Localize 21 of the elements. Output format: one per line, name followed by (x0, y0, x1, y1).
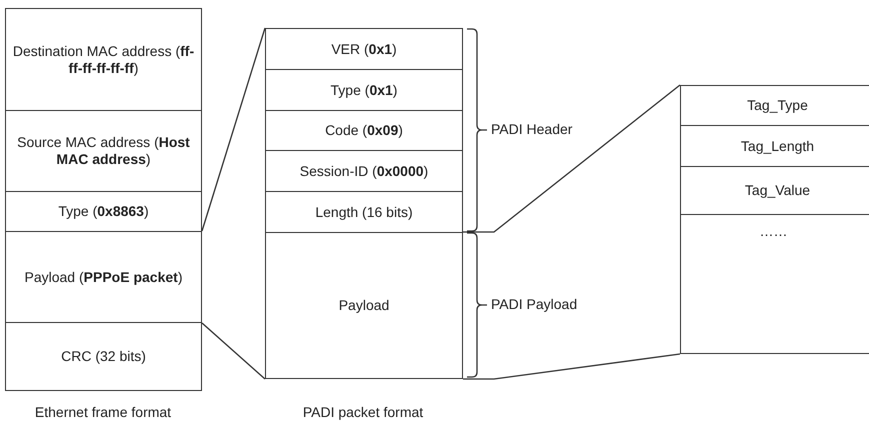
caption: Ethernet frame format (34, 404, 172, 421)
field-cell: Payload (265, 232, 463, 379)
field-cell: Type (0x8863) (5, 191, 202, 232)
brace-label: PADI Payload (491, 296, 578, 313)
field-cell: CRC (32 bits) (5, 322, 202, 391)
field-cell: …… (680, 214, 869, 354)
zoom-line (463, 84, 680, 233)
field-cell: Destination MAC address (ff-ff-ff-ff-ff-ff) (5, 8, 202, 111)
field-cell: Type (0x1) (265, 69, 463, 111)
field-cell: Length (16 bits) (265, 191, 463, 233)
field-cell: Tag_Type (680, 85, 869, 126)
field-cell: VER (0x1) (265, 28, 463, 70)
zoom-line (202, 322, 266, 380)
field-cell: Source MAC address (Host MAC address) (5, 110, 202, 192)
field-cell: Session-ID (0x0000) (265, 150, 463, 192)
caption: PADI packet format (302, 404, 424, 421)
zoom-line (463, 353, 680, 380)
zoom-line (201, 28, 266, 232)
brace-label: PADI Header (491, 121, 572, 138)
field-cell: Payload (PPPoE packet) (5, 231, 202, 323)
field-cell: Code (0x09) (265, 110, 463, 151)
